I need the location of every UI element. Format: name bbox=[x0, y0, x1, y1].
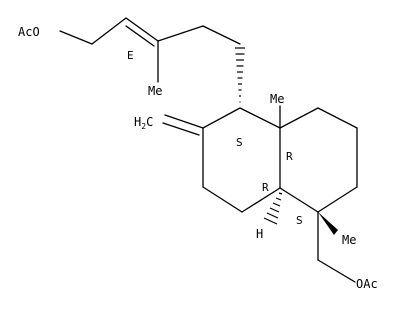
bond-c-ch2 bbox=[157, 25, 204, 42]
left-ring-bonds bbox=[202, 107, 281, 213]
stereo-s-c5-label: S bbox=[296, 214, 303, 227]
acetoxy-bottom-label: OAc bbox=[356, 277, 378, 291]
methyl-junction-label: Me bbox=[270, 92, 284, 106]
bond-methylene-outer bbox=[164, 114, 204, 129]
hydrogen-junction-label: H bbox=[256, 227, 263, 241]
acetoxy-top-label: AcO bbox=[18, 25, 40, 39]
stereo-r-top-label: R bbox=[286, 150, 293, 163]
stereo-s-c1-label: S bbox=[236, 136, 243, 149]
hashed-wedge-c1 bbox=[235, 47, 245, 103]
bond-methylene-inner bbox=[162, 122, 200, 136]
stereo-r-bottom-label: R bbox=[262, 181, 269, 194]
methyl-bottom-label: Me bbox=[342, 233, 356, 247]
bond-c8-c7 bbox=[317, 107, 358, 129]
bond-c1-c8a bbox=[239, 107, 281, 129]
bond-c3-c4 bbox=[202, 186, 243, 213]
methyl-chain-label: Me bbox=[148, 84, 162, 98]
bond-double-inner bbox=[125, 25, 155, 47]
hashed-wedge-c4a-h bbox=[263, 192, 283, 225]
bond-c6-c5 bbox=[317, 186, 358, 213]
bond-c8a-c8 bbox=[279, 107, 319, 129]
bond-c5-c4a bbox=[279, 187, 319, 213]
exocyclic-methylene bbox=[162, 114, 204, 136]
bond-o-ch2 bbox=[59, 30, 93, 45]
bond-ch2-ch bbox=[91, 17, 127, 45]
bond-double-outer bbox=[125, 17, 159, 42]
bond-ch2-ch2 bbox=[202, 25, 241, 45]
stereo-e-label: E bbox=[127, 49, 134, 62]
wedge-c5-methyl bbox=[318, 212, 338, 235]
bond-c1-c2 bbox=[202, 107, 241, 129]
side-chain-bonds bbox=[59, 17, 241, 83]
right-ring-bonds bbox=[279, 107, 358, 213]
methylene-label: H2C bbox=[134, 115, 153, 131]
bond-ch2-o bbox=[317, 259, 356, 283]
bond-c4-c4a bbox=[241, 187, 281, 213]
